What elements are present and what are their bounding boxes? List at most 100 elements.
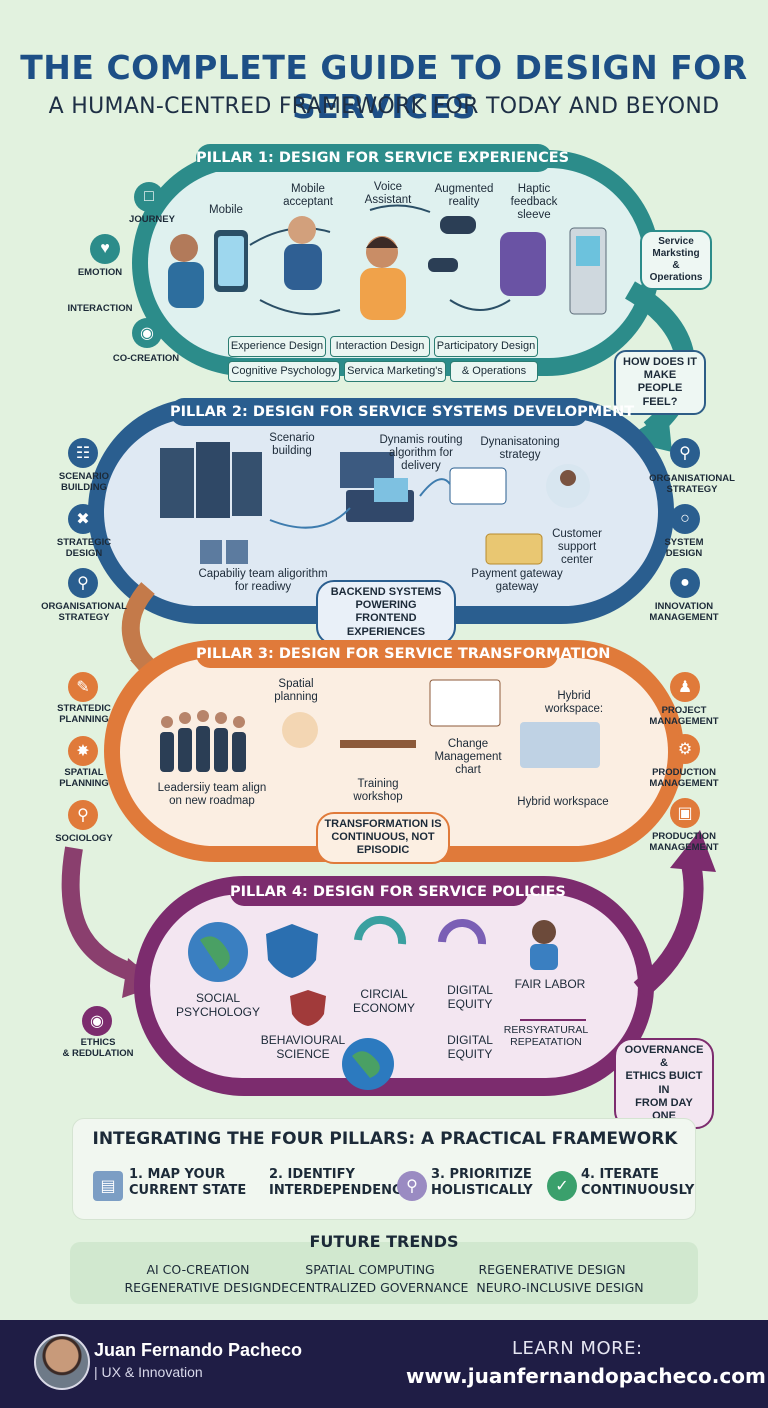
side-sociology: SOCIOLOGY xyxy=(55,833,113,844)
pillar4-label-fair-labor: FAIR LABOR xyxy=(514,977,586,991)
future-trends-title: FUTURE TRENDS xyxy=(309,1232,459,1251)
pillar1-label-voice-assistant: Voice Assistant xyxy=(364,181,412,207)
side-ethics: ETHICS & REDULATION xyxy=(62,1037,134,1059)
callout-how-feel: HOW DOES IT MAKE PEOPLE FEEL? xyxy=(614,350,706,415)
pillar2-label-dynamis-strategy: Dynanisatoning strategy xyxy=(480,436,560,462)
pillar2-title: PILLAR 2: DESIGN FOR SERVICE SYSTEMS DEV… xyxy=(170,398,634,426)
connector-3-4 xyxy=(61,846,143,984)
connector-2-3 xyxy=(121,582,157,675)
book-icon: ☷ xyxy=(68,438,98,468)
globe-icon: ◉ xyxy=(82,1006,112,1036)
people-icon: ◉ xyxy=(132,318,162,348)
side-strategic-planning: STRATEDIC PLANNING xyxy=(57,703,111,725)
pillar1-label-mobile: Mobile xyxy=(209,204,243,216)
map-icon: ▤ xyxy=(93,1171,123,1201)
author-role: | UX & Innovation xyxy=(94,1364,203,1380)
trend-decentralized-governance: DECENTRALIZED GOVERNANCE xyxy=(271,1280,469,1295)
trend-regenerative-design-2: REGENERATIVE DESIGN xyxy=(124,1280,272,1295)
desk-icon: ▣ xyxy=(670,798,700,828)
side-strategic-design: STRATEGIC DESIGN xyxy=(56,537,112,559)
lightbulb-icon: ● xyxy=(670,568,700,598)
pillar3-label-hybrid-bottom: Hybrid workspace xyxy=(517,796,609,808)
pillar2-label-scenario: Scenario building xyxy=(269,432,315,458)
production-icon: ⚙ xyxy=(670,734,700,764)
side-cocreation: CO-CREATION xyxy=(112,353,180,364)
side-org-strategy-left: ORGANISATIONAL STRATEGY xyxy=(41,601,127,623)
chip-cognitive-psychology: Cognitive Psychology xyxy=(228,361,340,382)
network-people-icon: ⚲ xyxy=(397,1171,427,1201)
pillar4-label-repeat: RERSYRATURAL REPEATATION xyxy=(503,1024,589,1049)
footer: Juan Fernando Pacheco | UX & Innovation … xyxy=(0,1320,768,1408)
side-project-management: PROJECT MANAGEMENT xyxy=(649,705,719,727)
pillar4-label-digital-top: DIGITAL EQUITY xyxy=(447,983,493,1011)
pillar1-label-haptic: Haptic feedback sleeve xyxy=(510,183,558,222)
pillar3-label-training: Training workshop xyxy=(353,778,403,804)
planning-icon: ✎ xyxy=(68,672,98,702)
pillar1-title: PILLAR 1: DESIGN FOR SERVICE EXPERIENCES xyxy=(196,144,569,172)
chip-operations: & Operations xyxy=(450,361,538,382)
trend-neuro-inclusive: NEURO-INCLUSIVE DESIGN xyxy=(476,1280,644,1295)
pillar1-label-augmented-reality: Augmented reality xyxy=(434,183,494,209)
side-spatial-planning: SPATIAL PLANNING xyxy=(59,767,109,789)
side-scenario-building: SCENARIO BUILDING xyxy=(58,471,110,493)
step-prioritize: 3. PRIORITIZE HOLISTICALLY xyxy=(431,1167,533,1199)
pillar1-label-mobile-acceptant: Mobile acceptant xyxy=(283,183,333,209)
pillar2-label-customer-support: Customer support center xyxy=(552,528,602,567)
website-link[interactable]: www.juanfernandopacheco.com xyxy=(406,1364,766,1388)
project-icon: ♟ xyxy=(670,672,700,702)
author-name: Juan Fernando Pacheco xyxy=(94,1340,303,1360)
pillar4-label-circular: CIRCIAL ECONOMY xyxy=(352,987,415,1015)
pillar2-label-capability: Capabiliy team aligorithm for readiwy xyxy=(198,568,328,594)
strategy-icon: ✖ xyxy=(68,504,98,534)
pillar4-title: PILLAR 4: DESIGN FOR SERVICE POLICIES xyxy=(230,878,566,906)
pillar4-label-digital-bottom: DIGITAL EQUITY xyxy=(447,1033,493,1061)
pillar2-label-payment: Payment gateway gateway xyxy=(471,568,563,594)
chip-service-marketing: Servica Marketing's xyxy=(344,361,446,382)
trend-ai-cocreation: AI CO-CREATION xyxy=(146,1262,250,1277)
checkmark-icon: ✓ xyxy=(547,1171,577,1201)
pillar3-label-hybrid-top: Hybrid workspace: xyxy=(544,690,604,716)
integrating-title: INTEGRATING THE FOUR PILLARS: A PRACTICA… xyxy=(92,1129,678,1149)
learn-more-label: LEARN MORE: xyxy=(512,1338,643,1359)
pillar4-label-behavioural: BEHAVIOURAL SCIENCE xyxy=(260,1033,346,1061)
callout-service-marketing: Service Marksting & Operations xyxy=(640,230,712,290)
org-icon: ⚲ xyxy=(68,568,98,598)
connector-4-loop xyxy=(633,857,704,998)
side-innovation: INNOVATION MANAGEMENT xyxy=(649,601,719,623)
trend-spatial-computing: SPATIAL COMPUTING xyxy=(305,1262,435,1277)
side-system-design: SYSTEM DESIGN xyxy=(664,537,704,559)
pillar3-label-change: Change Management chart xyxy=(434,738,502,777)
sociology-icon: ⚲ xyxy=(68,800,98,830)
page-title: THE COMPLETE GUIDE TO DESIGN FOR SERVICE… xyxy=(20,48,748,126)
page-subtitle: A HUMAN-CENTRED FRAMEWORK FOR TODAY AND … xyxy=(48,94,720,119)
callout-backend: BACKEND SYSTEMS POWERING FRONTEND EXPERI… xyxy=(316,580,456,645)
hierarchy-icon: ⚲ xyxy=(670,438,700,468)
pillar3-label-spatial: Spatial planning xyxy=(274,678,318,704)
side-journey: JOURNEY xyxy=(129,214,175,225)
compass-icon: ✸ xyxy=(68,736,98,766)
side-production-management-2: PRODUCTION MANAGEMENT xyxy=(649,831,719,853)
side-production-management-1: PRODUCTION MANAGEMENT xyxy=(649,767,719,789)
callout-transformation: TRANSFORMATION IS CONTINUOUS, NOT EPISOD… xyxy=(316,812,450,864)
side-org-strategy-right: ORGANISATIONAL STRATEGY xyxy=(649,473,735,495)
pillar3-title: PILLAR 3: DESIGN FOR SERVICE TRANSFORMAT… xyxy=(196,640,610,668)
step-map: 1. MAP YOUR CURRENT STATE xyxy=(129,1167,247,1199)
heart-icon: ♥ xyxy=(90,234,120,264)
future-trends-panel xyxy=(70,1242,698,1304)
callout-governance: OOVERNANCE & ETHICS BUICT IN FROM DAY ON… xyxy=(614,1038,714,1130)
side-interaction: INTERACTION xyxy=(67,303,133,314)
integrating-panel: INTEGRATING THE FOUR PILLARS: A PRACTICA… xyxy=(72,1118,696,1220)
step-identify: 2. IDENTIFY INTERDEPENDENCIES xyxy=(269,1167,425,1199)
pillar2-label-routing: Dynamis routing algorithm for delivery xyxy=(379,434,463,473)
chip-interaction-design: Interaction Design xyxy=(330,336,430,357)
pillar3-label-leadership: Leadersiiy team align on new roadmap xyxy=(157,782,267,808)
chip-experience-design: Experience Design xyxy=(228,336,326,357)
step-iterate: 4. ITERATE CONTINUOUSLY xyxy=(581,1167,695,1199)
chip-participatory-design: Participatory Design xyxy=(434,336,538,357)
network-icon: ○ xyxy=(670,504,700,534)
side-emotion: EMOTION xyxy=(77,267,123,278)
pillar4-label-social: SOCIAL PSYCHOLOGY xyxy=(176,991,261,1019)
avatar xyxy=(34,1334,90,1390)
phone-icon: □ xyxy=(134,182,164,212)
